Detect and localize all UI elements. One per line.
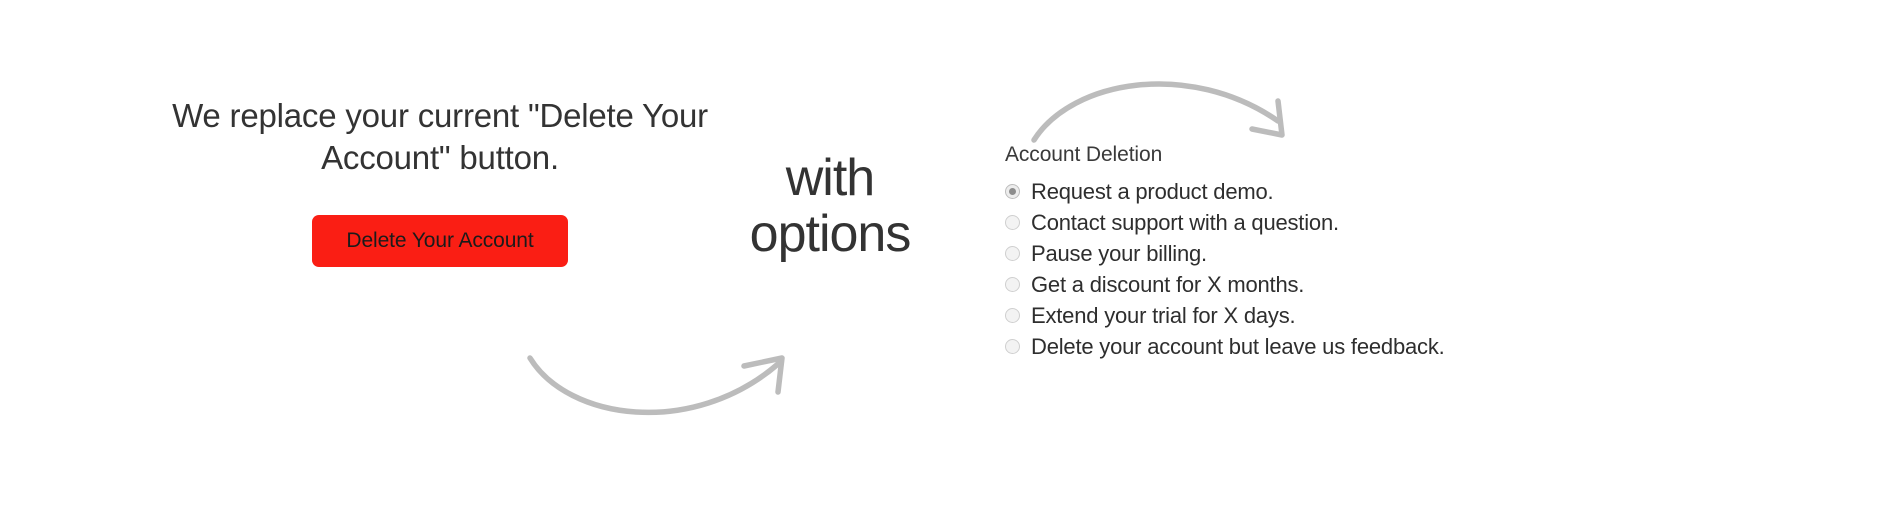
delete-button-container: Delete Your Account — [120, 215, 760, 268]
list-item-label: Get a discount for X months. — [1031, 271, 1305, 297]
curved-arrow-bottom-right-icon — [527, 355, 785, 416]
list-item-label: Extend your trial for X days. — [1031, 302, 1296, 328]
curved-arrow-top-right-icon — [1031, 81, 1285, 143]
list-item-label: Delete your account but leave us feedbac… — [1031, 333, 1445, 359]
with-options-line2: options — [749, 205, 912, 264]
radio-button-icon[interactable] — [1005, 277, 1020, 292]
account-deletion-panel: Account Deletion Request a product demo.… — [1005, 143, 1705, 362]
radio-button-icon[interactable] — [1005, 308, 1020, 323]
center-panel: with options — [700, 150, 960, 262]
list-item-label: Contact support with a question. — [1031, 209, 1339, 235]
radio-button-icon[interactable] — [1005, 339, 1020, 354]
list-item-label: Request a product demo. — [1031, 178, 1274, 204]
with-options-line1: with — [785, 149, 875, 207]
deletion-options-radio-group: Request a product demo. Contact support … — [1005, 176, 1705, 362]
with-options-text: with options — [700, 150, 960, 262]
delete-your-account-button[interactable]: Delete Your Account — [312, 215, 568, 268]
list-item[interactable]: Pause your billing. — [1005, 238, 1705, 269]
list-item[interactable]: Get a discount for X months. — [1005, 269, 1705, 300]
list-item-label: Pause your billing. — [1031, 240, 1207, 266]
panel-title: Account Deletion — [1005, 143, 1163, 166]
radio-button-icon[interactable] — [1005, 215, 1020, 230]
list-item[interactable]: Contact support with a question. — [1005, 207, 1705, 238]
left-panel: We replace your current "Delete Your Acc… — [120, 95, 760, 268]
list-item[interactable]: Delete your account but leave us feedbac… — [1005, 331, 1705, 362]
radio-button-icon[interactable] — [1005, 246, 1020, 261]
list-item[interactable]: Request a product demo. — [1005, 176, 1705, 207]
page-title: We replace your current "Delete Your Acc… — [172, 97, 708, 176]
radio-button-icon[interactable] — [1005, 184, 1020, 199]
list-item[interactable]: Extend your trial for X days. — [1005, 300, 1705, 331]
